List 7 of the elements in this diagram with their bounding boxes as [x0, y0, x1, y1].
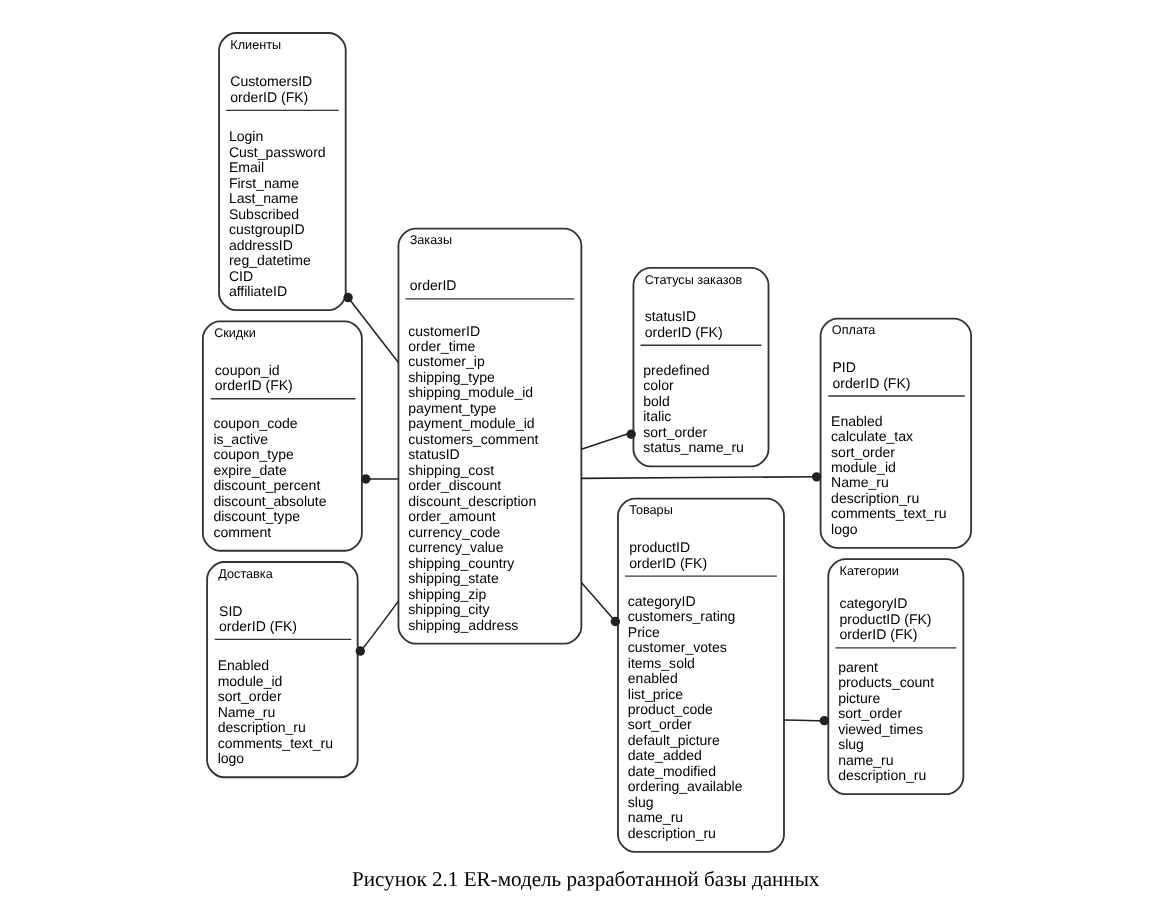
- connector: [580, 429, 636, 450]
- connector: [355, 600, 400, 656]
- connector: [783, 715, 830, 726]
- caption: Рисунок 2.1 ER-модель разработанной базы данных: [352, 869, 820, 892]
- connector: [580, 472, 822, 482]
- connector: [580, 581, 621, 627]
- connector: [361, 474, 400, 484]
